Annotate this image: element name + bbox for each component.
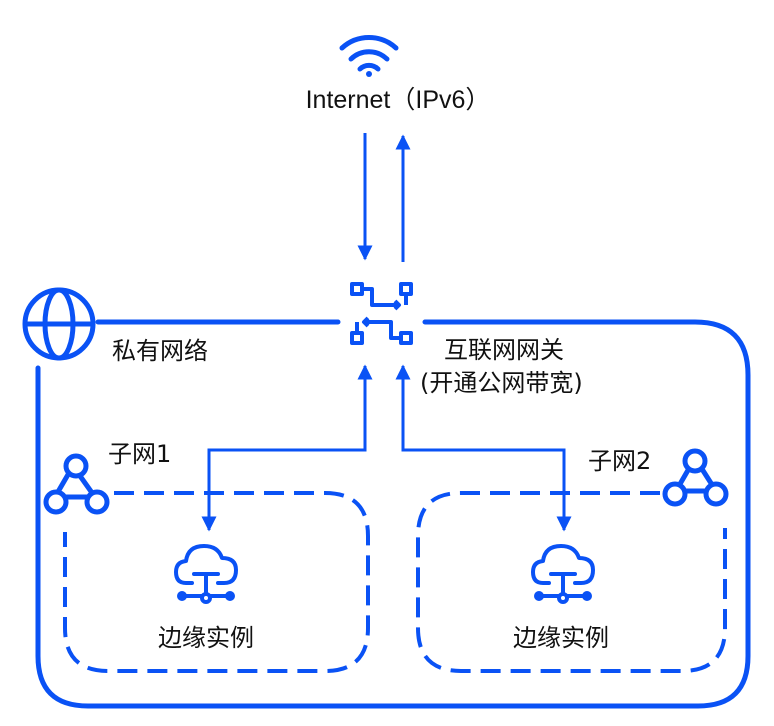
cloud-server-icon	[174, 544, 238, 604]
vpc-label: 私有网络	[112, 337, 208, 365]
wifi-icon	[339, 35, 399, 77]
instance1-label: 边缘实例	[158, 624, 254, 652]
internet-label: Internet（IPv6）	[306, 86, 491, 114]
vpc-boundary	[35, 319, 751, 709]
subnet-triangle-icon	[662, 448, 729, 507]
subnet2-boundary	[416, 491, 727, 673]
cloud-server-icon	[531, 544, 595, 604]
globe-icon	[22, 287, 96, 361]
subnet2-label: 子网2	[588, 447, 651, 475]
gateway-label-line1: 互联网网关	[444, 336, 564, 364]
subnet-triangle-icon	[43, 453, 110, 515]
subnet1-label: 子网1	[108, 440, 171, 468]
gateway-label-line2: (开通公网带宽)	[420, 369, 583, 397]
instance2-label: 边缘实例	[513, 624, 609, 652]
instance1-to-gateway-arrow	[201, 364, 373, 532]
gateway-switch-icon	[350, 282, 413, 345]
instance2-to-gateway-arrow	[395, 364, 572, 532]
